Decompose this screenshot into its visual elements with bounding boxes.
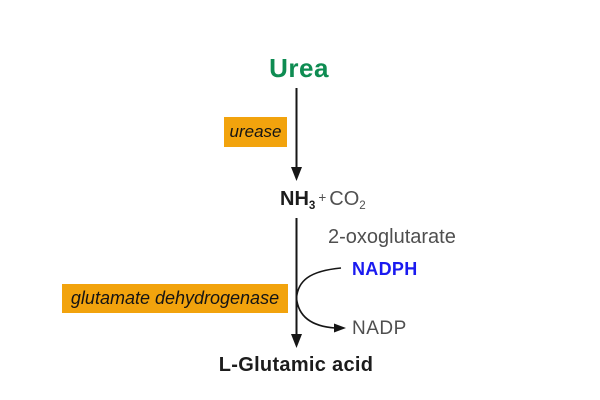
plus-sign: + xyxy=(318,190,327,206)
down-arrow-urea-to-nh3 xyxy=(291,88,302,181)
cofactor-curve-nadph-to-nadp xyxy=(295,267,346,333)
enzyme-label-urease: urease xyxy=(229,122,282,141)
enzyme-box-glutamate-dehydrogenase: glutamate dehydrogenase xyxy=(62,284,288,313)
arrowhead-down-icon xyxy=(291,334,302,348)
cofactor-out-label-nadp: NADP xyxy=(352,318,407,339)
enzyme-label-glutamate-dehydrogenase: glutamate dehydrogenase xyxy=(70,288,280,308)
nh3-formula: NH3 xyxy=(280,188,316,213)
down-arrow-nh3-to-glutamate xyxy=(291,218,302,348)
intermediate-label-nh3-co2: NH3+CO2 xyxy=(280,188,366,212)
substrate-label-urea: Urea xyxy=(269,53,329,83)
arrowhead-down-icon xyxy=(291,167,302,181)
product-label-l-glutamic-acid: L-Glutamic acid xyxy=(218,354,374,376)
co2-formula: CO2 xyxy=(329,188,366,213)
cosubstrate-label-2-oxoglutarate: 2-oxoglutarate xyxy=(328,226,456,248)
enzyme-box-urease: urease xyxy=(224,117,287,147)
arrowhead-right-icon xyxy=(334,323,346,333)
cofactor-in-label-nadph: NADPH xyxy=(352,259,418,279)
